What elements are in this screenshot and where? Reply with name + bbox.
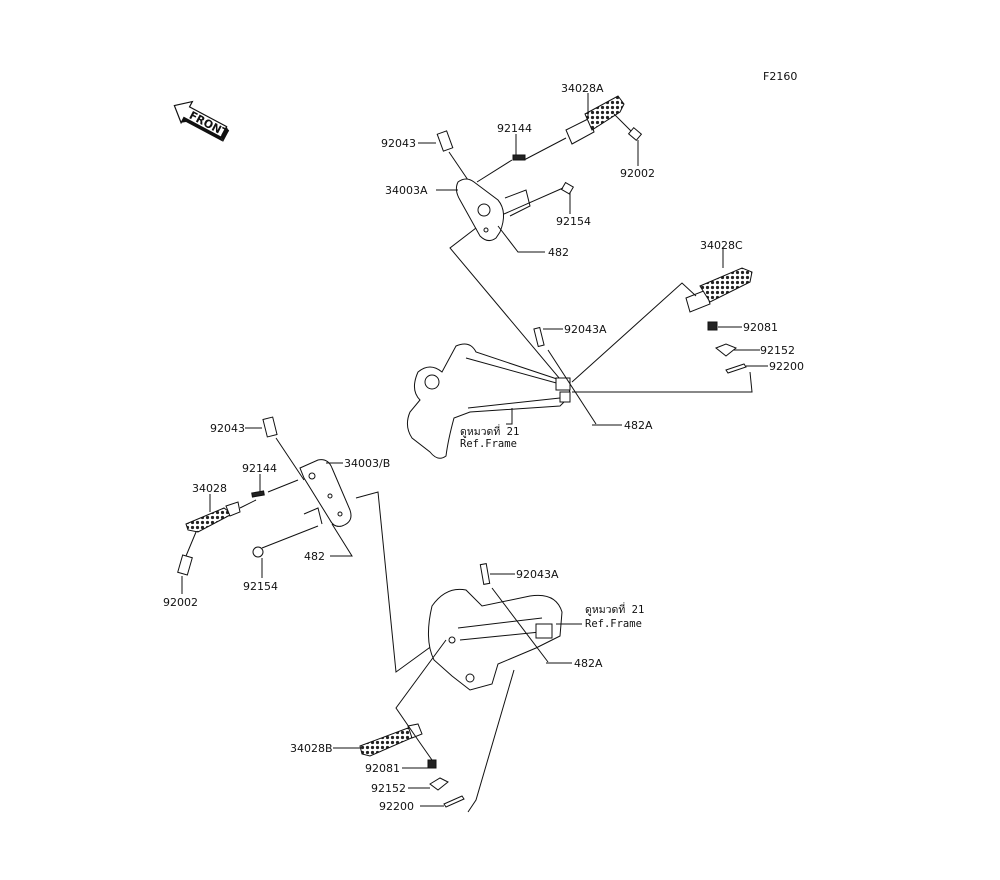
label-34028B[interactable]: 34028B (290, 742, 333, 755)
label-34003A[interactable]: 34003A (385, 184, 428, 197)
label-92152-right[interactable]: 92152 (760, 344, 795, 357)
spring-92081-low[interactable] (427, 759, 437, 769)
label-92200-right[interactable]: 92200 (769, 360, 804, 373)
plate-92152-low[interactable] (429, 777, 449, 791)
label-92144-left[interactable]: 92144 (242, 462, 277, 475)
label-34003B[interactable]: 34003/B (344, 457, 390, 470)
label-92144-top[interactable]: 92144 (497, 122, 532, 135)
bolt-92154-top[interactable] (503, 181, 575, 215)
spring-92081-right[interactable] (707, 321, 718, 331)
label-92043-left[interactable]: 92043 (210, 422, 245, 435)
frame-upper (406, 343, 571, 459)
pin-92043-top[interactable] (436, 130, 469, 181)
label-482-left[interactable]: 482 (304, 550, 325, 563)
footpeg-34028A[interactable] (523, 95, 625, 161)
label-34028A[interactable]: 34028A (561, 82, 604, 95)
label-482A-low[interactable]: 482A (574, 657, 603, 670)
label-92154-top[interactable]: 92154 (556, 215, 591, 228)
label-92043A-low[interactable]: 92043A (516, 568, 559, 581)
ref-frame-mid-en[interactable]: Ref.Frame (460, 438, 517, 450)
top-footpeg-assembly: 34028A 92002 92043 92144 34003A (381, 82, 655, 386)
diagram-code: F2160 (763, 70, 797, 83)
label-92043-top[interactable]: 92043 (381, 137, 416, 150)
label-34028[interactable]: 34028 (192, 482, 227, 495)
label-92081-low[interactable]: 92081 (365, 762, 400, 775)
label-92200-low[interactable]: 92200 (379, 800, 414, 813)
ref-frame-low-en[interactable]: Ref.Frame (585, 618, 642, 630)
label-92002-left[interactable]: 92002 (163, 596, 198, 609)
label-92154-left[interactable]: 92154 (243, 580, 278, 593)
front-arrow-icon: FRONT (173, 100, 231, 142)
pin-92043A-low[interactable] (479, 563, 549, 663)
spring-92144-left[interactable] (251, 474, 299, 498)
footpeg-34028B[interactable] (359, 723, 423, 757)
label-482A-mid[interactable]: 482A (624, 419, 653, 432)
pin-92200-right[interactable] (725, 363, 747, 374)
label-92152-low[interactable]: 92152 (371, 782, 406, 795)
bracket-34003A[interactable] (455, 178, 504, 242)
frame-lower (428, 588, 563, 691)
pin-92043A-mid[interactable] (533, 326, 597, 425)
label-92081-right[interactable]: 92081 (743, 321, 778, 334)
pin-92002-top[interactable] (613, 113, 643, 166)
ref-frame-low-th: ดูหมวดที่ 21 (585, 602, 644, 616)
label-92043A-mid[interactable]: 92043A (564, 323, 607, 336)
ref-frame-mid-th: ดูหมวดที่ 21 (460, 424, 519, 438)
pin-92043-left[interactable] (262, 416, 305, 481)
bracket-34003B[interactable] (299, 459, 352, 527)
pin-92200-low[interactable] (443, 795, 465, 808)
pin-92002-left[interactable] (177, 531, 197, 594)
label-34028C[interactable]: 34028C (700, 239, 743, 252)
spring-92144-top[interactable] (476, 134, 526, 183)
left-footpeg-assembly: 92043 34003/B 92144 34028 (163, 416, 441, 673)
label-92002-top[interactable]: 92002 (620, 167, 655, 180)
label-482-top[interactable]: 482 (548, 246, 569, 259)
bolt-92154-left[interactable] (252, 525, 319, 578)
footpeg-34028C[interactable] (685, 267, 753, 313)
footpeg-34028[interactable] (185, 499, 257, 533)
plate-92152-right[interactable] (715, 343, 737, 357)
